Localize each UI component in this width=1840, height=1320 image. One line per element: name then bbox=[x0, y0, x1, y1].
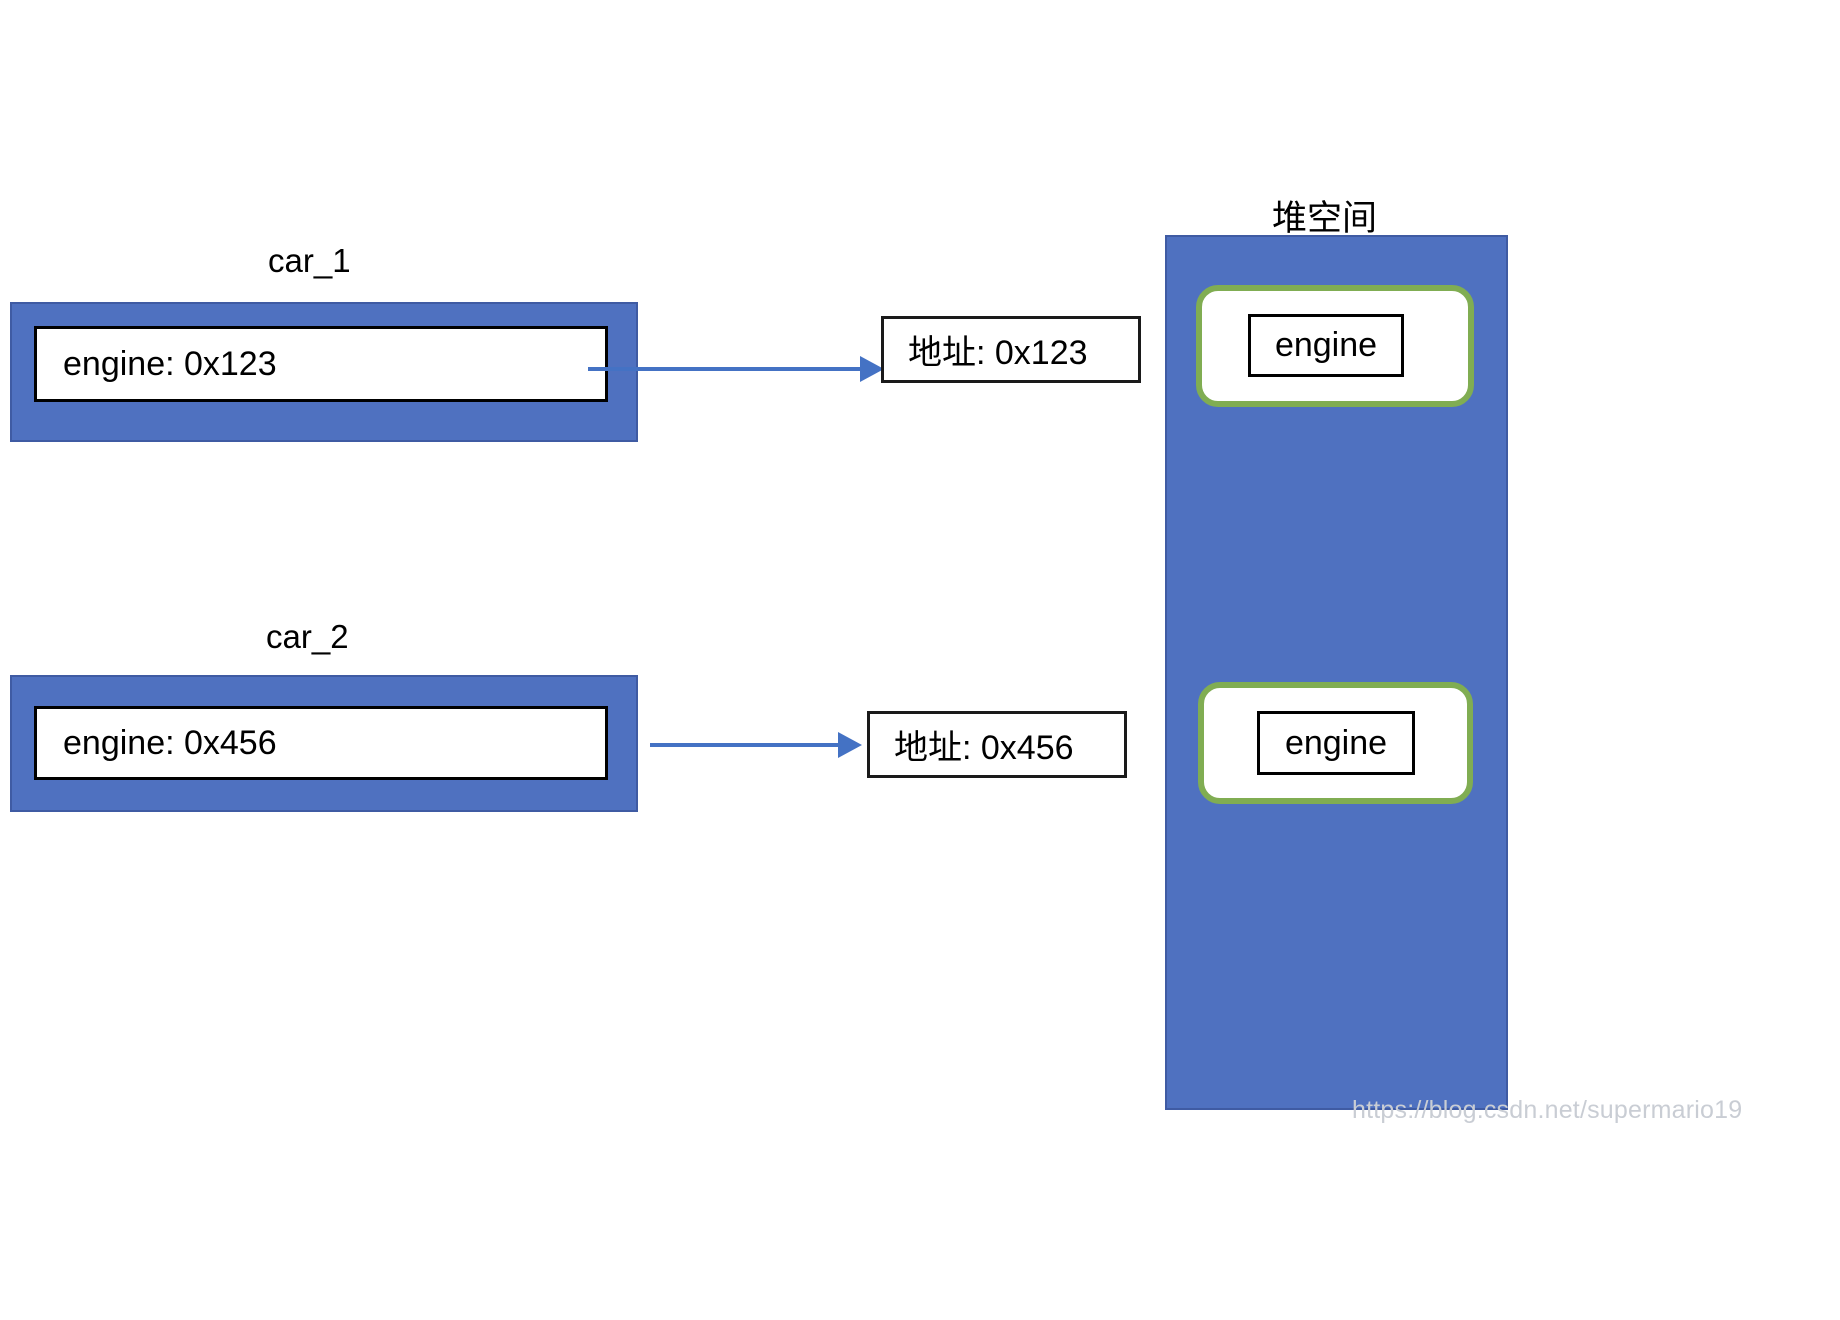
car-2-engine-field: engine: 0x456 bbox=[34, 706, 608, 780]
address-box-0x456-text: 地址: 0x456 bbox=[894, 729, 1074, 767]
heap-engine-box-1: engine bbox=[1248, 314, 1404, 377]
heap-engine-box-1-text: engine bbox=[1274, 326, 1378, 364]
car-2-to-address-arrow bbox=[650, 732, 862, 758]
address-box-0x123: 地址: 0x123 bbox=[881, 316, 1141, 383]
watermark: https://blog.csdn.net/supermario19 bbox=[1352, 1096, 1743, 1124]
car-1-to-address-arrow bbox=[588, 356, 884, 382]
car-2-label: car_2 bbox=[266, 618, 349, 655]
car-1-label: car_1 bbox=[268, 242, 351, 279]
address-box-0x456: 地址: 0x456 bbox=[867, 711, 1127, 778]
car-2-engine-field-text: engine: 0x456 bbox=[63, 723, 277, 762]
car-1-engine-field: engine: 0x123 bbox=[34, 326, 608, 402]
heap-title: 堆空间 bbox=[1272, 199, 1378, 238]
car-1-engine-field-text: engine: 0x123 bbox=[63, 344, 277, 383]
heap-engine-box-2-text: engine bbox=[1284, 723, 1388, 762]
heap-engine-box-2: engine bbox=[1257, 711, 1415, 775]
address-box-0x123-text: 地址: 0x123 bbox=[908, 334, 1088, 372]
